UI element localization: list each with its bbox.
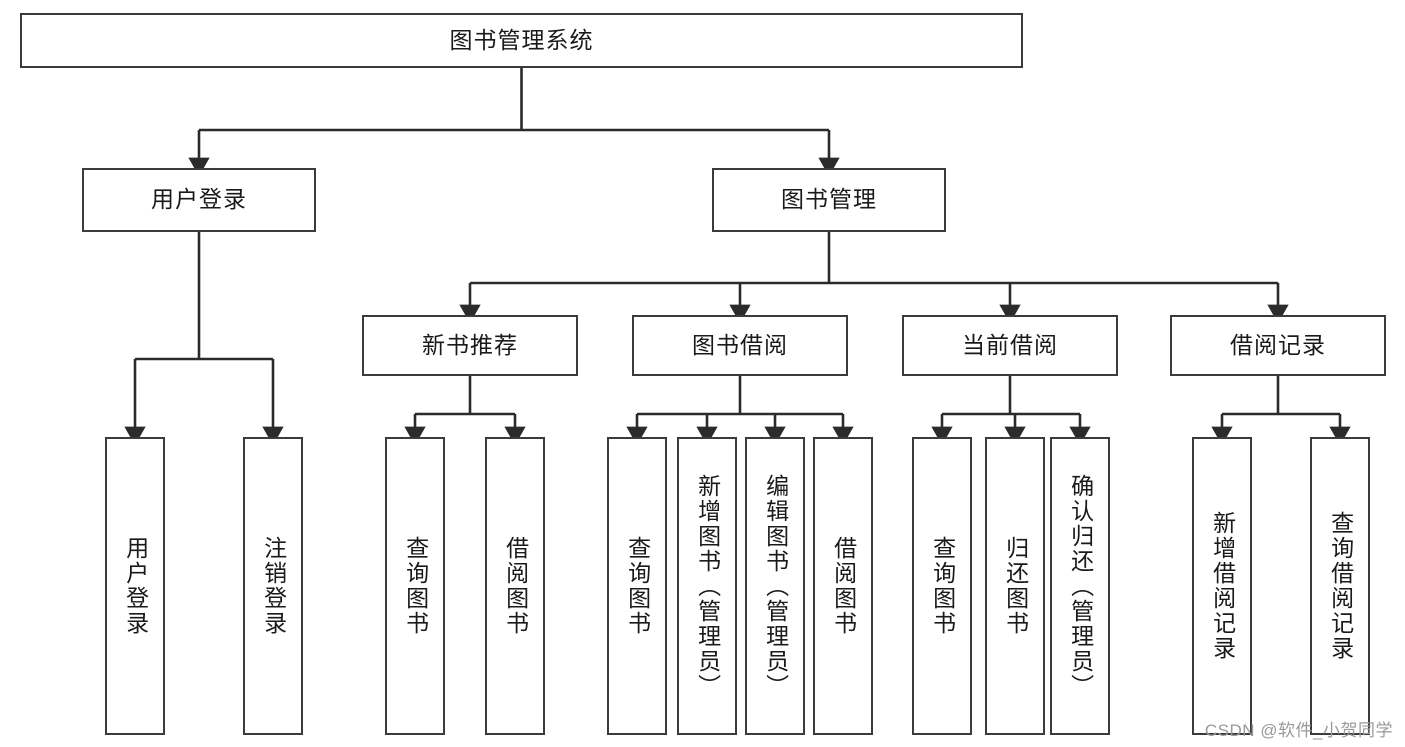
node-leaf-borrow-add[interactable]: 新增图书（管理员） (677, 437, 737, 735)
node-label: 用户登录 (122, 536, 149, 636)
node-bookmgmt[interactable]: 图书管理 (712, 168, 946, 232)
node-label: 确认归还（管理员） (1067, 473, 1094, 699)
node-leaf-rec-query[interactable]: 查询借阅记录 (1310, 437, 1370, 735)
node-leaf-user-logout[interactable]: 注销登录 (243, 437, 303, 735)
node-label: 借阅图书 (502, 536, 529, 636)
watermark-label: CSDN @软件_小贺同学 (1204, 721, 1393, 740)
node-label: 图书管理系统 (449, 26, 594, 53)
node-label: 图书管理 (781, 186, 877, 213)
node-label: 当前借阅 (962, 331, 1058, 358)
node-leaf-cur-return[interactable]: 归还图书 (985, 437, 1045, 735)
node-root[interactable]: 图书管理系统 (20, 13, 1023, 68)
node-records[interactable]: 借阅记录 (1170, 315, 1386, 376)
node-label: 新增图书（管理员） (694, 473, 721, 699)
node-label: 归还图书 (1002, 536, 1029, 636)
node-label: 新书推荐 (422, 331, 518, 358)
node-borrow[interactable]: 图书借阅 (632, 315, 848, 376)
node-leaf-cur-query[interactable]: 查询图书 (912, 437, 972, 735)
node-leaf-borrow-query[interactable]: 查询图书 (607, 437, 667, 735)
node-leaf-borrow-edit[interactable]: 编辑图书（管理员） (745, 437, 805, 735)
node-leaf-new-borrow[interactable]: 借阅图书 (485, 437, 545, 735)
node-leaf-borrow-lend[interactable]: 借阅图书 (813, 437, 873, 735)
node-leaf-user-login[interactable]: 用户登录 (105, 437, 165, 735)
node-leaf-cur-confirm[interactable]: 确认归还（管理员） (1050, 437, 1110, 735)
node-label: 用户登录 (151, 186, 247, 213)
node-label: 编辑图书（管理员） (762, 473, 789, 699)
node-label: 查询图书 (402, 536, 429, 636)
node-label: 注销登录 (260, 536, 287, 636)
node-leaf-rec-add[interactable]: 新增借阅记录 (1192, 437, 1252, 735)
node-newbook[interactable]: 新书推荐 (362, 315, 578, 376)
connector-group (124, 68, 1351, 446)
node-label: 查询借阅记录 (1327, 511, 1354, 661)
node-current[interactable]: 当前借阅 (902, 315, 1118, 376)
node-label: 借阅图书 (830, 536, 857, 636)
node-label: 查询图书 (929, 536, 956, 636)
node-label: 借阅记录 (1230, 331, 1326, 358)
node-label: 图书借阅 (692, 331, 788, 358)
node-label: 新增借阅记录 (1209, 511, 1236, 661)
node-login[interactable]: 用户登录 (82, 168, 316, 232)
node-label: 查询图书 (624, 536, 651, 636)
node-leaf-new-query[interactable]: 查询图书 (385, 437, 445, 735)
